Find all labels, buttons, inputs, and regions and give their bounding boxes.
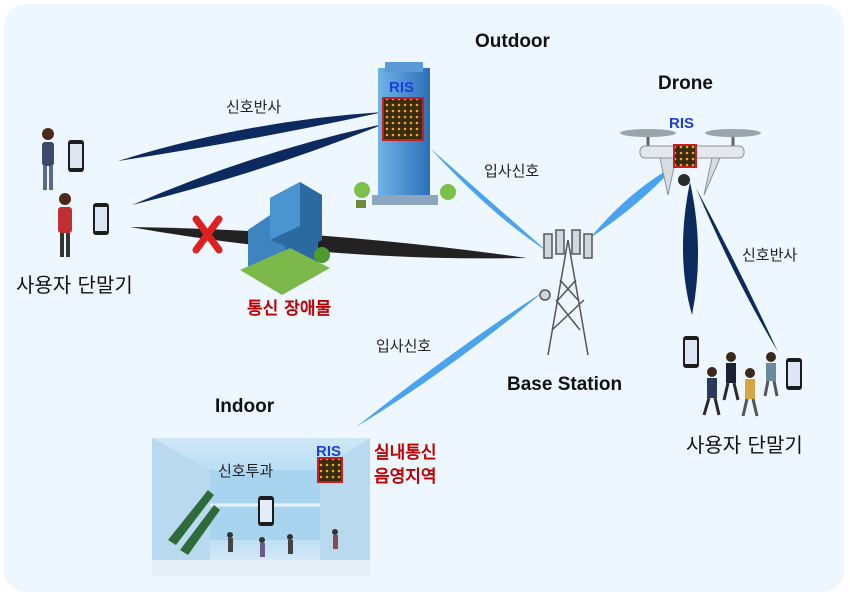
ris-panel-indoor [317,457,343,483]
user-device-label-left: 사용자 단말기 [16,273,133,297]
ris-label-indoor: RIS [316,443,341,460]
beam-drone-user1 [682,182,699,315]
user-devices-left [42,128,109,257]
signal-reflect-label-left: 신호반사 [226,98,282,116]
beam-incident-indoor [356,292,543,427]
incident-signal-label-top: 입사신호 [484,162,540,180]
ris-label-drone: RIS [669,115,694,132]
ris-panel-drone [673,144,697,168]
signal-transmit-label: 신호투과 [218,462,274,480]
obstacle-building [240,182,330,295]
drone [620,129,761,196]
beam-incident-drone [590,165,676,238]
user-devices-right [683,336,802,417]
beam-reflect-user2 [132,124,384,205]
indoor-mall-scene [152,438,370,576]
signal-beams [118,112,778,427]
blocked-x-icon [192,215,223,254]
base-station-title: Base Station [507,374,623,395]
drone-title: Drone [658,73,713,94]
outdoor-title: Outdoor [475,31,550,52]
user-device-label-right: 사용자 단말기 [686,433,803,457]
ris-label-building: RIS [389,79,414,96]
indoor-title: Indoor [215,396,275,417]
beam-reflect-user1 [118,112,384,161]
beam-blocked [130,227,527,259]
ris-building [354,62,456,208]
incident-signal-label-bottom: 입사신호 [376,337,432,355]
obstacle-label: 통신 장애물 [247,299,332,319]
indoor-shadow-label-line1: 실내통신 [374,443,437,463]
indoor-shadow-label-line2: 음영지역 [374,467,437,487]
ris-panel-building [382,97,424,141]
beam-drone-user2 [696,188,778,352]
signal-reflect-label-right: 신호반사 [742,246,798,264]
base-station-tower [539,229,593,356]
